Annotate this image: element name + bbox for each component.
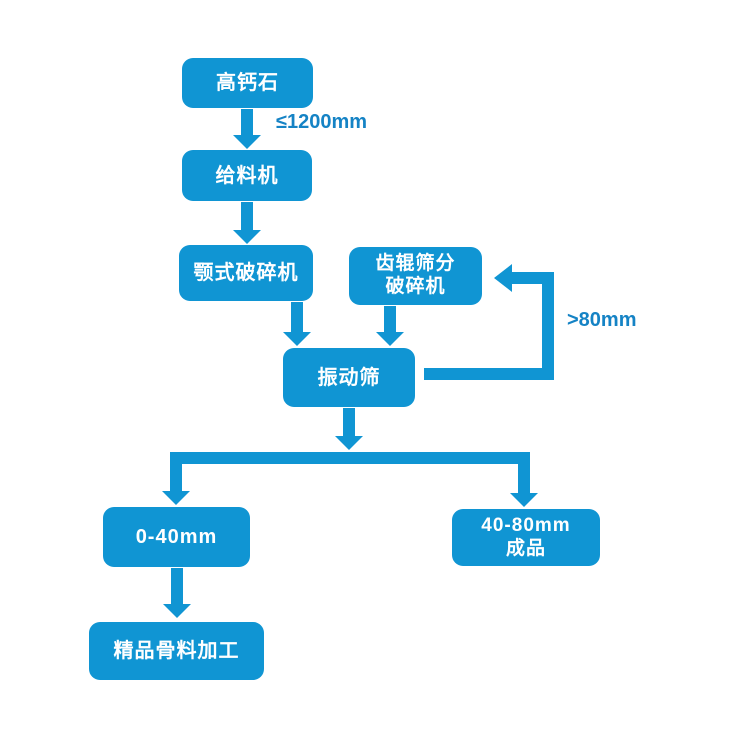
- split-bar: [170, 452, 530, 464]
- arrowhead-down-icon: [162, 491, 190, 505]
- arrow-shaft: [291, 302, 303, 333]
- node-vibrating-screen: 振动筛: [283, 348, 415, 407]
- edge-label-oversize-return: >80mm: [567, 309, 637, 331]
- arrow-feeder-to-jaw-crusher: [233, 202, 261, 244]
- node-roller-screen-crusher: 齿辊筛分 破碎机: [349, 247, 482, 305]
- arrow-shaft: [518, 452, 530, 494]
- node-feeder: 给料机: [182, 150, 312, 201]
- arrowhead-down-icon: [233, 135, 261, 149]
- feedback-vertical-segment: [542, 272, 554, 380]
- arrow-shaft: [170, 452, 182, 492]
- node-roller-screen-crusher-label: 齿辊筛分 破碎机: [375, 253, 456, 297]
- arrowhead-down-icon: [233, 230, 261, 244]
- arrow-shaft: [171, 568, 183, 605]
- arrowhead-down-icon: [283, 332, 311, 346]
- arrowhead-down-icon: [376, 332, 404, 346]
- arrow-shaft: [241, 202, 253, 231]
- arrowhead-left-icon: [494, 264, 512, 292]
- arrow-shaft: [384, 306, 396, 333]
- arrow-source-to-feeder: [233, 109, 261, 149]
- arrowhead-down-icon: [163, 604, 191, 618]
- node-feeder-label: 给料机: [215, 164, 279, 187]
- edge-label-feed-size: ≤1200mm: [276, 111, 368, 133]
- node-jaw-crusher: 颚式破碎机: [179, 245, 313, 301]
- arrow-jaw-crusher-to-screen: [283, 302, 311, 346]
- arrow-split-to-40-80: [510, 452, 538, 507]
- node-fraction-40-80-label: 40-80mm 成品: [481, 514, 571, 559]
- node-fraction-0-40: 0-40mm: [103, 507, 250, 567]
- arrow-shaft: [241, 109, 253, 136]
- node-source-label: 高钙石: [216, 72, 279, 94]
- arrow-screen-to-split: [335, 408, 363, 450]
- arrow-roller-crusher-to-screen: [376, 306, 404, 346]
- node-jaw-crusher-label: 颚式破碎机: [193, 262, 299, 284]
- arrow-shaft: [343, 408, 355, 437]
- node-fine-aggregate-label: 精品骨料加工: [113, 640, 240, 662]
- arrowhead-down-icon: [335, 436, 363, 450]
- arrow-0-40-to-fine-aggregate: [163, 568, 191, 618]
- feedback-top-segment: [512, 272, 554, 284]
- node-fraction-0-40-label: 0-40mm: [135, 526, 218, 548]
- node-source: 高钙石: [182, 58, 313, 108]
- node-vibrating-screen-label: 振动筛: [317, 366, 381, 389]
- node-fine-aggregate: 精品骨料加工: [89, 622, 264, 680]
- arrowhead-down-icon: [510, 493, 538, 507]
- node-fraction-40-80: 40-80mm 成品: [452, 509, 600, 566]
- feedback-bottom-segment: [424, 368, 554, 380]
- arrow-split-to-0-40: [162, 452, 190, 505]
